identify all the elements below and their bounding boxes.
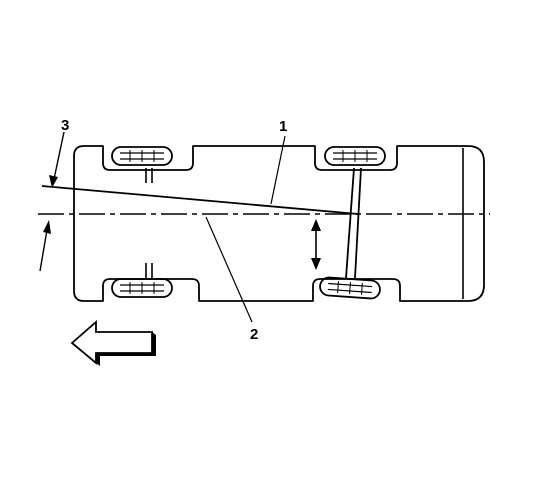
thrust-angle-arrow-bottom: [39, 220, 51, 272]
thrust-angle-arrow-top: [49, 131, 65, 188]
callout-1: 1: [279, 118, 287, 135]
callout-2-leader: [205, 216, 253, 323]
vehicle-body-outline: [73, 145, 485, 302]
thrust-line: [41, 185, 359, 215]
wheel-rear-top: [324, 146, 386, 166]
offset-double-arrow: [311, 219, 321, 270]
callout-2: 2: [250, 326, 258, 343]
callout-3: 3: [61, 117, 69, 134]
rear-axle-line-a: [345, 167, 355, 279]
wheel-rear-bottom: [319, 276, 381, 300]
forward-arrow-icon: [70, 320, 153, 365]
wheel-front-bottom: [111, 278, 173, 298]
wheel-front-top: [111, 146, 173, 166]
rear-axle-line-b: [354, 167, 362, 279]
callout-1-leader: [270, 135, 286, 205]
